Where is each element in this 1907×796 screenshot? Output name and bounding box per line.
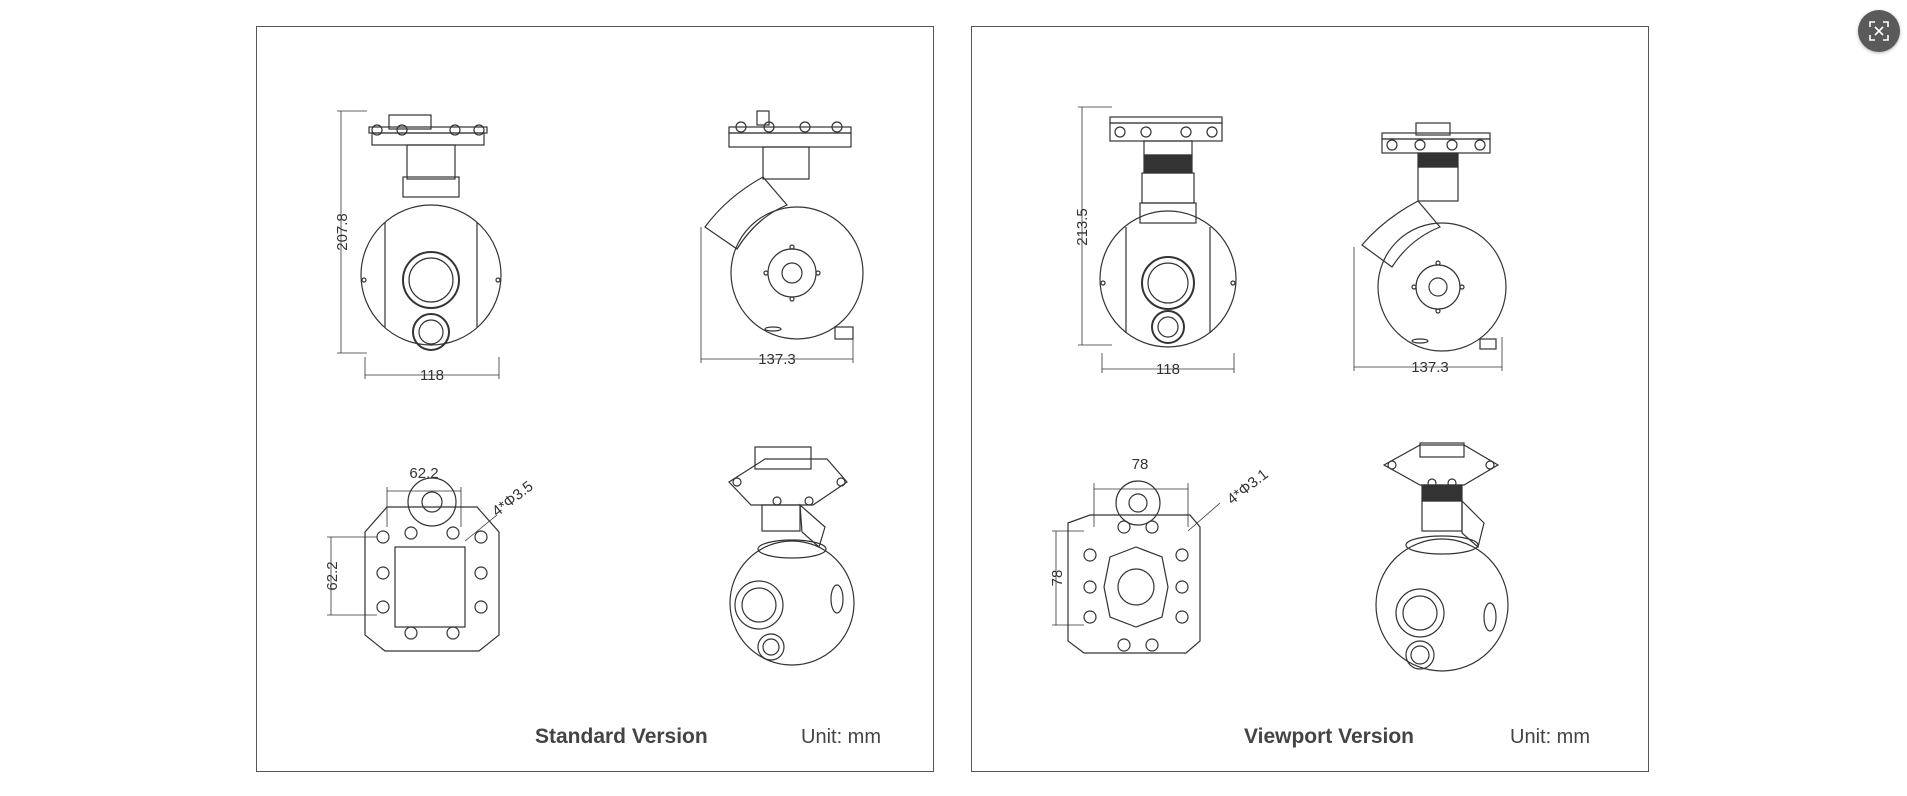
mount-left-label: 62.2 — [324, 561, 341, 590]
expand-button[interactable] — [1858, 10, 1900, 52]
iso-view — [728, 446, 855, 666]
bottom-view — [1052, 480, 1221, 654]
standard-drawings: 207.8 118 137.3 — [324, 110, 864, 666]
holes-label: 4*Φ3.5 — [489, 478, 537, 520]
side-view — [700, 110, 864, 363]
side-width-label: 137.3 — [758, 351, 796, 368]
viewport-version-panel: 213.5 118 137.3 — [971, 26, 1649, 772]
viewport-unit-label: Unit: mm — [1510, 726, 1590, 748]
iso-view — [1375, 442, 1509, 672]
front-height-label: 213.5 — [1074, 208, 1091, 246]
standard-version-panel: 207.8 118 137.3 — [256, 26, 934, 772]
mount-left-label: 78 — [1049, 570, 1066, 587]
holes-label: 4*Φ3.1 — [1224, 466, 1272, 508]
side-width-label: 137.3 — [1411, 359, 1449, 376]
front-width-label: 118 — [1156, 361, 1180, 378]
mount-top-label: 78 — [1132, 456, 1149, 473]
front-width-label: 118 — [420, 367, 444, 384]
bottom-view — [327, 477, 500, 652]
expand-icon — [1869, 21, 1889, 41]
side-view — [1353, 122, 1507, 371]
mount-top-label: 62.2 — [409, 465, 438, 482]
front-height-label: 207.8 — [334, 213, 351, 251]
front-view — [1078, 106, 1237, 373]
standard-unit-label: Unit: mm — [801, 726, 881, 748]
standard-version-title: Standard Version — [535, 725, 708, 748]
front-view — [337, 110, 502, 379]
viewport-drawings: 213.5 118 137.3 — [1049, 106, 1509, 672]
viewport-version-title: Viewport Version — [1244, 725, 1414, 748]
